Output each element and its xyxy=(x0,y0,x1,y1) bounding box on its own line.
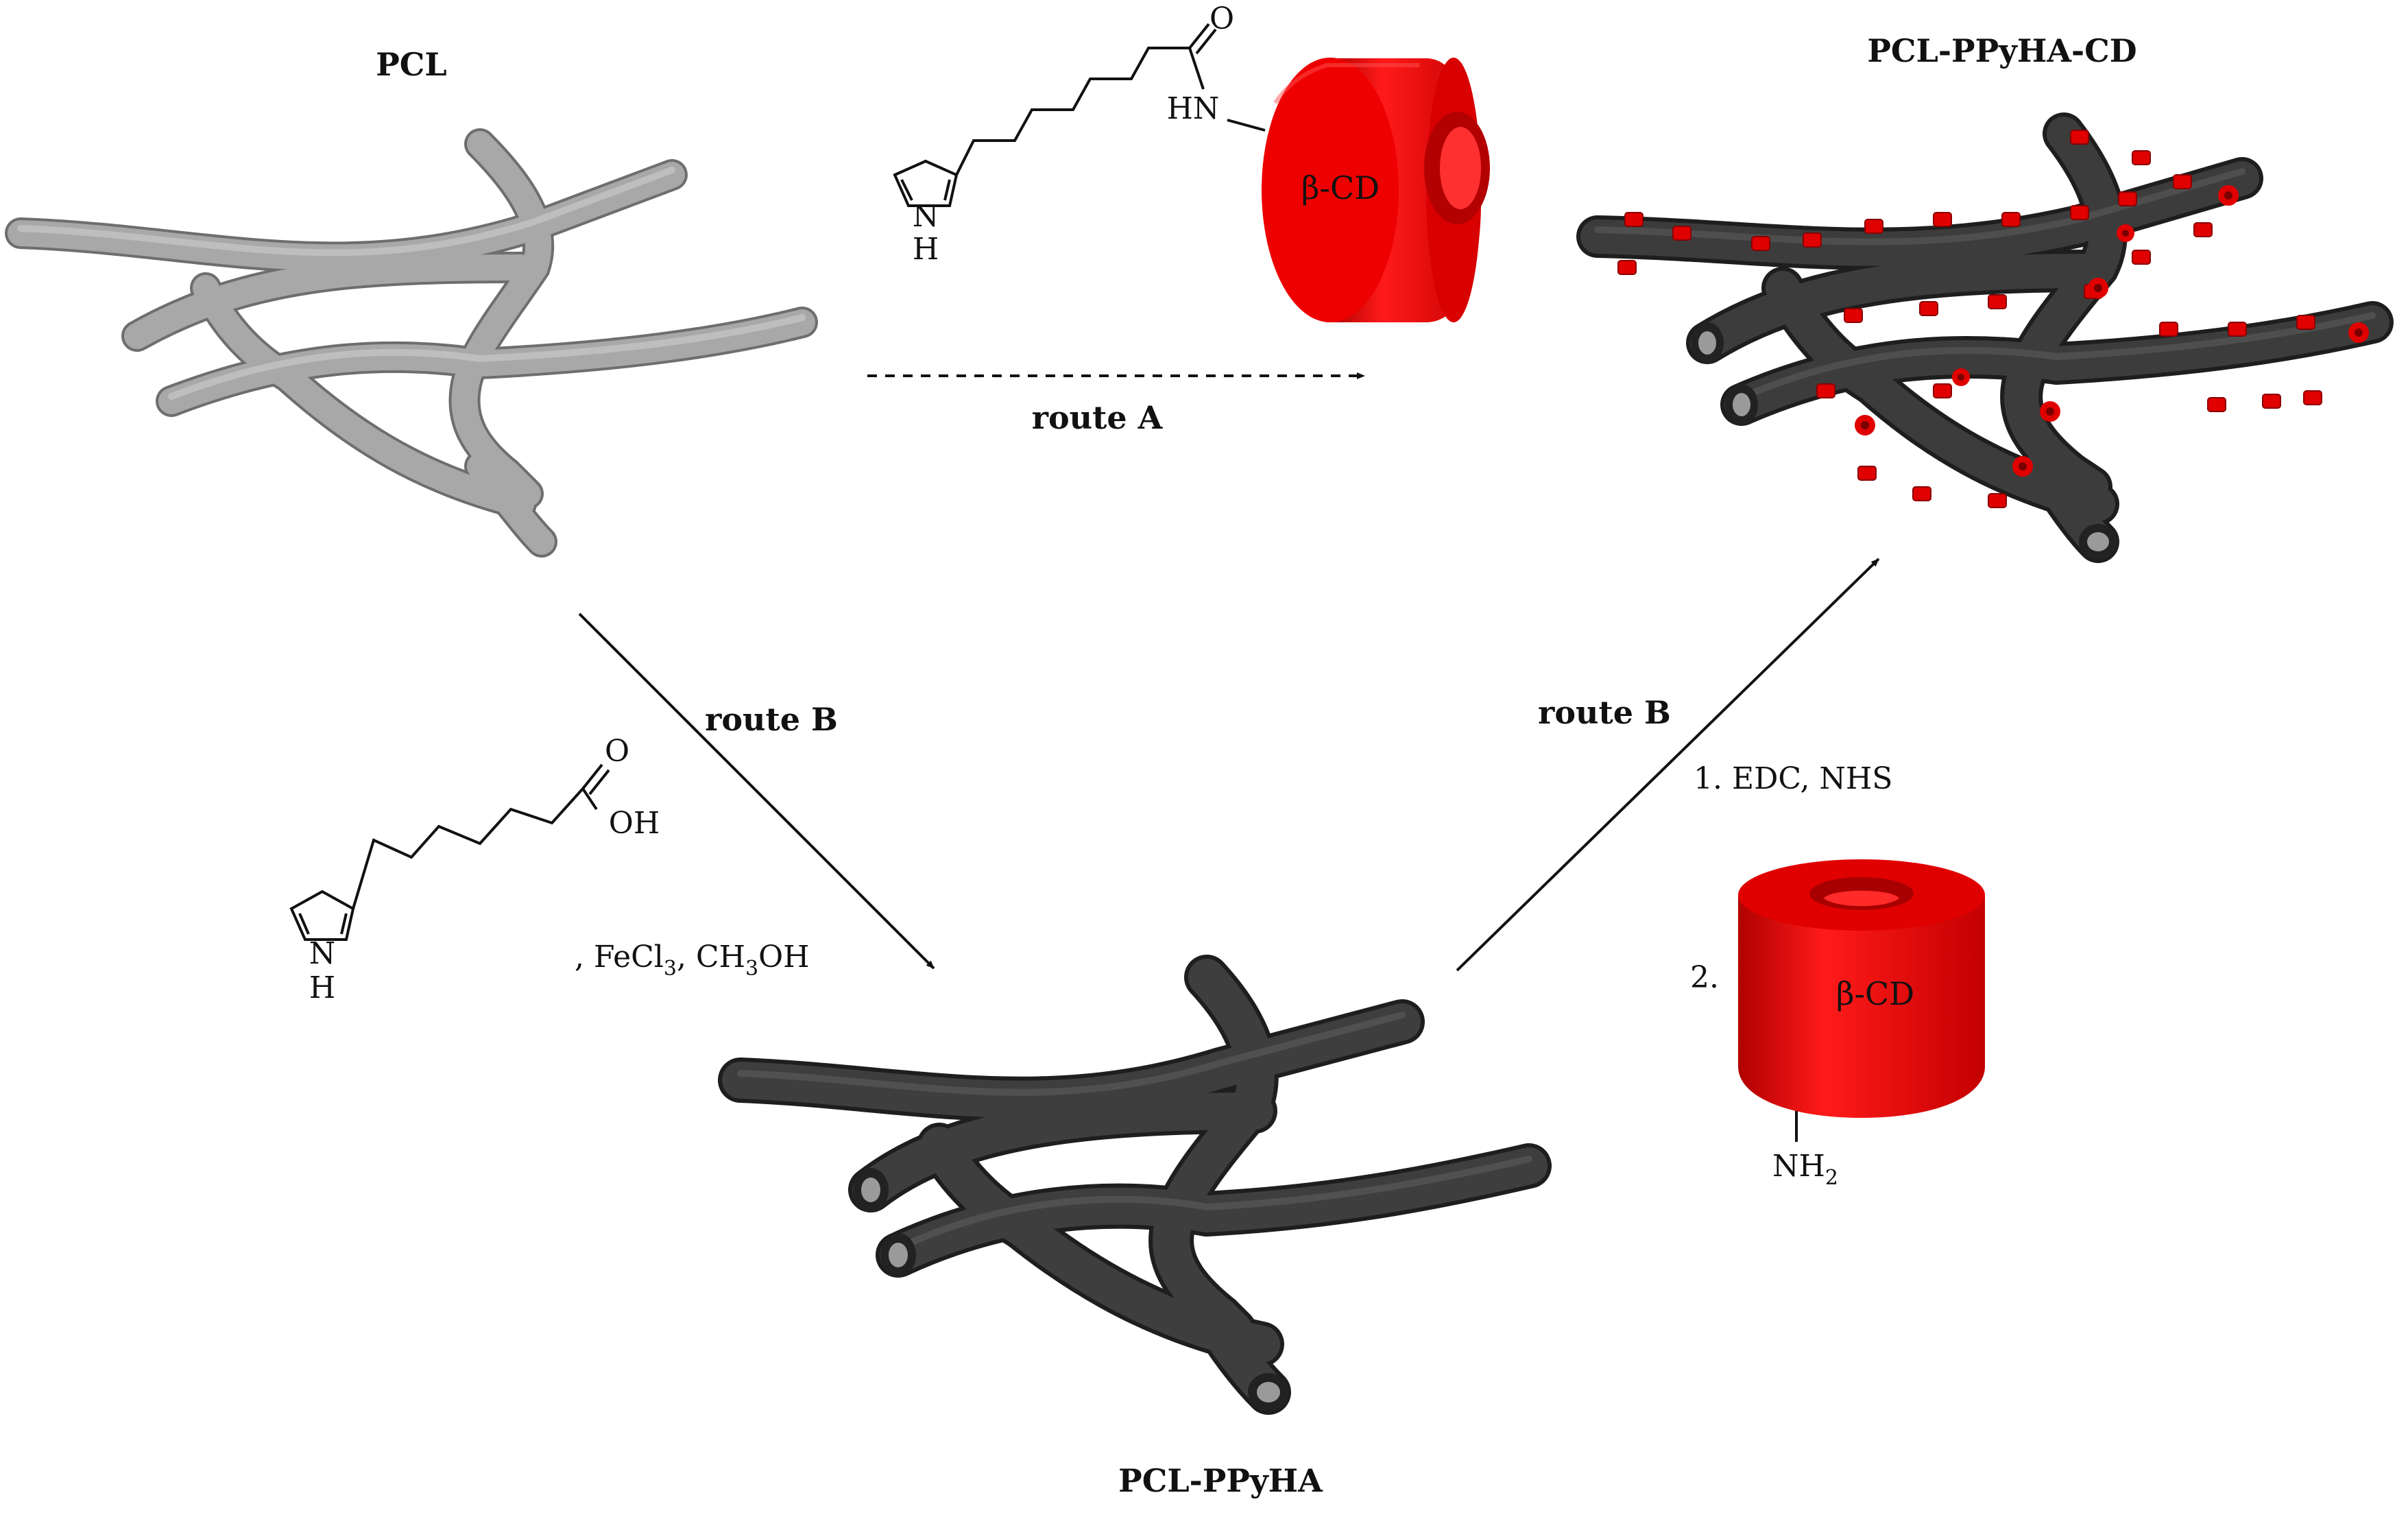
label-route-b-right: route B xyxy=(1538,694,1671,731)
reaction-conditions: , FeCl3, CH3OH xyxy=(575,940,810,981)
cd-amine-label: NH2 xyxy=(1772,1149,1838,1190)
cd-decorations xyxy=(1617,130,2322,508)
label-pcl: PCL xyxy=(376,46,447,83)
fiber-end-caps-cd xyxy=(1691,322,2117,560)
acid-pyrrole-h: H xyxy=(309,970,335,1005)
pyrrole-amide-cd-molecule xyxy=(893,23,1266,207)
reagent-step2: 2. xyxy=(1690,960,1719,995)
label-route-a: route A xyxy=(1032,399,1164,436)
route-b-down-arrow xyxy=(578,612,935,970)
acid-oh-label: OH xyxy=(609,806,660,841)
acid-o-label: O xyxy=(605,734,629,769)
pyrrole-h-top: H xyxy=(913,232,939,267)
acid-pyrrole-n: N xyxy=(309,936,336,971)
label-route-b-left: route B xyxy=(705,701,838,738)
cd-label-amine: β-CD xyxy=(1836,975,1914,1012)
label-pcl-ppyha-cd: PCL-PPyHA-CD xyxy=(1867,32,2136,69)
cd-decorations-rings xyxy=(1855,185,2369,477)
label-pcl-ppyha: PCL-PPyHA xyxy=(1118,1462,1323,1499)
route-b-up-arrow xyxy=(1456,558,1880,972)
fiber-end-caps-ppyha xyxy=(853,1168,1289,1411)
cd-label-top: β-CD xyxy=(1301,169,1380,206)
reagent-step1: 1. EDC, NHS xyxy=(1694,761,1892,796)
beta-cd-cylinder-top xyxy=(1262,58,1490,322)
beta-cd-cylinder-amine xyxy=(1738,859,1985,1142)
pcl-fiber-mesh xyxy=(5,128,818,558)
pyrrole-hexanoic-acid-molecule xyxy=(289,763,610,941)
amide-o-label: O xyxy=(1209,1,1234,36)
amide-hn-label: HN xyxy=(1167,91,1220,126)
pyrrole-n-top: N xyxy=(913,199,939,234)
pcl-ppyha-mesh xyxy=(718,955,1552,1415)
